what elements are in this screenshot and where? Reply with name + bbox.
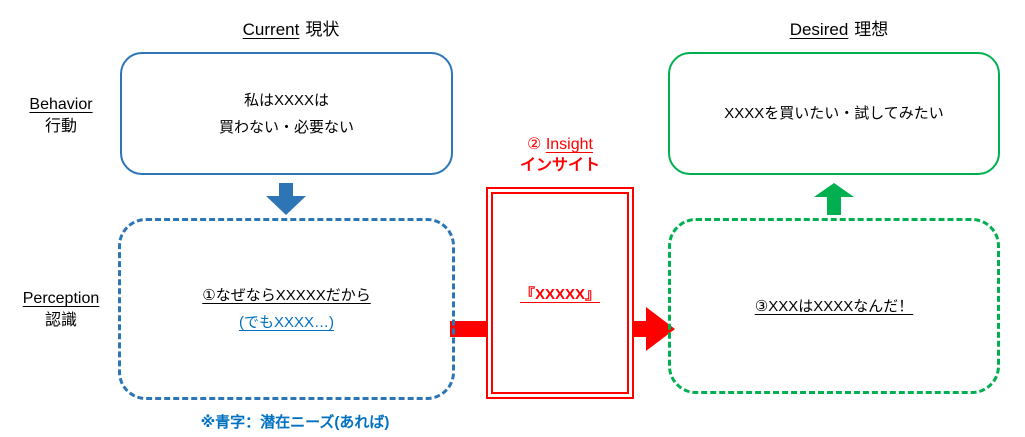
desired-perception-line1: ③XXXはXXXXなんだ！ xyxy=(754,297,914,315)
current-behavior-line2: 買わない・必要ない xyxy=(218,118,354,136)
latent-needs-note: ※青字：潜在ニーズ(あれば) xyxy=(200,414,390,431)
insight-label-en: Insight xyxy=(545,136,593,153)
behavior-row-label: Behavior 行動 xyxy=(6,94,116,138)
current-header-en: Current xyxy=(242,20,300,39)
insight-value: 『XXXXX』 xyxy=(519,285,601,303)
current-perception-box: ①なぜならXXXXXだから (でもXXXX…) xyxy=(118,218,455,400)
insight-label: ② Insight インサイト xyxy=(483,134,637,176)
desired-header-ja: 理想 xyxy=(854,20,889,39)
perception-row-label: Perception 認識 xyxy=(4,288,118,332)
desired-behavior-box: XXXXを買いたい・試してみたい xyxy=(668,52,1000,175)
current-behavior-line1: 私はXXXXは xyxy=(243,91,330,109)
desired-perception-box: ③XXXはXXXXなんだ！ xyxy=(668,218,1000,394)
behavior-label-ja: 行動 xyxy=(44,118,77,135)
up-arrow-icon xyxy=(814,183,854,215)
current-perception-line1: ①なぜならXXXXXだから xyxy=(202,287,371,304)
down-arrow-icon xyxy=(266,183,306,215)
behavior-label-en: Behavior xyxy=(29,96,93,113)
perception-label-en: Perception xyxy=(22,290,100,307)
insight-box: 『XXXXX』 xyxy=(486,187,634,399)
insight-label-number: ② xyxy=(527,136,542,153)
current-header-ja: 現状 xyxy=(305,20,340,39)
current-behavior-box: 私はXXXXは 買わない・必要ない xyxy=(120,52,453,175)
insight-label-ja: インサイト xyxy=(519,157,600,174)
desired-header: Desired 理想 xyxy=(678,15,1000,40)
insight-label-en-row: ② Insight xyxy=(483,134,637,155)
insight-box-inner: 『XXXXX』 xyxy=(491,192,629,394)
desired-header-en: Desired xyxy=(789,20,849,39)
perception-label-ja: 認識 xyxy=(44,312,77,329)
current-header: Current 現状 xyxy=(130,15,452,40)
current-perception-line2: (でもXXXX…) xyxy=(238,314,334,331)
desired-behavior-line1: XXXXを買いたい・試してみたい xyxy=(724,105,944,122)
